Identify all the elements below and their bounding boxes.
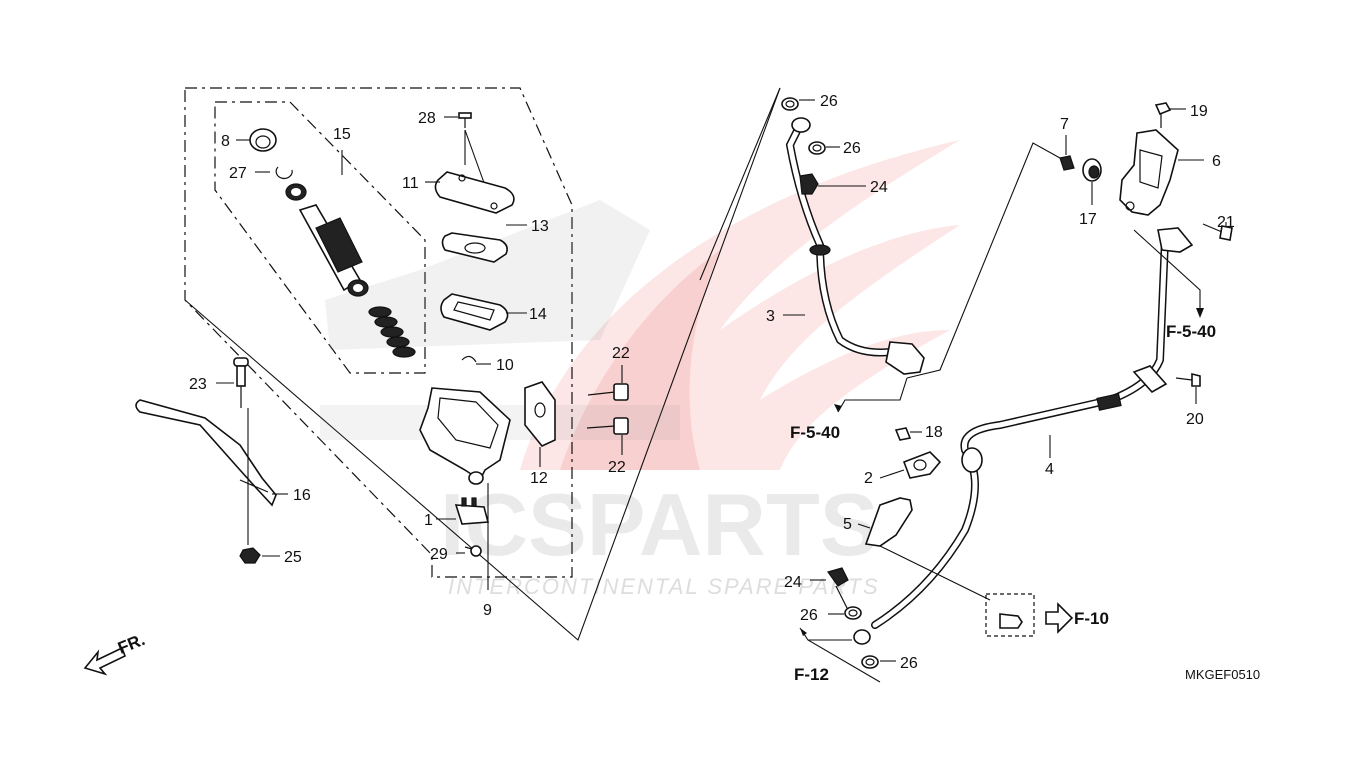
part-11-reservoir-cover	[425, 171, 515, 214]
part-22-bolts	[586, 365, 629, 455]
part-18-bolt	[894, 427, 922, 441]
piston-assembly	[285, 183, 369, 297]
part-labels: 1 2 3 4 5 6 7 8 9 10 11 12 13 14 15 16 1…	[189, 93, 1235, 672]
watermark-brand: ICSPARTS	[440, 475, 878, 574]
label-part-3: 3	[766, 308, 775, 325]
watermark-tagline: INTERCONTINENTAL SPARE PARTS	[448, 574, 880, 599]
diagram-code: MKGEF0510	[1185, 667, 1260, 682]
part-4-brake-hose-lower	[853, 227, 1194, 645]
part-19-bolt	[1154, 102, 1186, 128]
label-part-12: 12	[530, 470, 548, 487]
part-23-pivot-bolt	[216, 357, 249, 545]
part-8-boot-cap	[236, 128, 277, 152]
part-26-washers-upper	[781, 97, 840, 155]
part-29-screw	[456, 545, 482, 557]
label-part-11: 11	[402, 175, 419, 192]
label-part-21: 21	[1217, 214, 1235, 231]
label-part-9: 9	[483, 602, 492, 619]
part-12-holder	[524, 381, 556, 467]
part-17-grommet	[1082, 158, 1102, 205]
label-part-16: 16	[293, 487, 311, 504]
part-21-bolt	[1202, 222, 1233, 241]
label-part-5: 5	[843, 516, 852, 533]
label-part-26-top: 26	[820, 93, 838, 110]
label-part-25: 25	[284, 549, 302, 566]
label-part-4: 4	[1045, 461, 1054, 478]
label-part-29: 29	[430, 546, 448, 563]
upper-reference-frame	[699, 87, 1061, 413]
right-reference-arrow	[1133, 229, 1204, 318]
label-part-2: 2	[864, 470, 873, 487]
spring	[368, 306, 416, 358]
label-part-20: 20	[1186, 411, 1204, 428]
part-25-nut	[239, 547, 280, 564]
part-14-diaphragm	[440, 293, 527, 331]
label-part-23: 23	[189, 376, 207, 393]
label-part-14: 14	[529, 306, 547, 323]
label-part-24-upper: 24	[870, 179, 888, 196]
lower-reference-frame	[799, 627, 881, 683]
part-7-collar	[1059, 135, 1075, 171]
label-part-6: 6	[1212, 153, 1221, 170]
part-1-stop-switch	[436, 497, 490, 525]
label-part-27: 27	[229, 165, 247, 182]
part-13-plate	[441, 224, 527, 263]
label-part-22-lower: 22	[608, 459, 626, 476]
part-24-banjo-bolt-upper	[799, 173, 866, 195]
watermark: ICSPARTS INTERCONTINENTAL SPARE PARTS	[440, 140, 960, 599]
ref-f10: F-10	[1074, 609, 1109, 628]
label-part-18: 18	[925, 424, 943, 441]
label-part-1: 1	[424, 512, 433, 529]
front-direction-label: FR.	[115, 630, 148, 658]
part-2-clamp	[879, 451, 942, 479]
label-part-26-lower: 26	[800, 607, 818, 624]
label-part-15: 15	[333, 126, 351, 143]
front-direction-arrow: FR.	[83, 630, 148, 676]
part-3-brake-hose-upper	[783, 117, 925, 375]
f10-reference-group	[985, 593, 1074, 637]
part-6-hose-joint-bracket	[1119, 129, 1204, 216]
label-part-26-upper: 26	[843, 140, 861, 157]
part-27-circlip	[255, 166, 293, 180]
ref-f540-left: F-5-40	[790, 423, 840, 442]
master-cylinder-body	[419, 387, 511, 590]
label-part-19: 19	[1190, 103, 1208, 120]
part-20-bolt	[1175, 372, 1201, 404]
label-part-17: 17	[1079, 211, 1097, 228]
label-part-13: 13	[531, 218, 549, 235]
part-10-clip	[461, 355, 491, 365]
brake-lever	[135, 399, 288, 507]
label-part-10: 10	[496, 357, 514, 374]
ref-f12: F-12	[794, 665, 829, 684]
wing-logo	[520, 140, 960, 470]
label-part-8: 8	[221, 133, 230, 150]
label-part-26-bottom: 26	[900, 655, 918, 672]
label-part-24-lower: 24	[784, 574, 802, 591]
label-part-7: 7	[1060, 116, 1069, 133]
label-part-22-upper: 22	[612, 345, 630, 362]
part-24-banjo-bolt-lower	[810, 567, 849, 611]
part-26-washers-lower	[828, 606, 896, 669]
part-5-hose-guide	[857, 497, 991, 601]
reference-labels: F-5-40 F-5-40 F-10 F-12	[790, 322, 1216, 684]
ref-f540-right: F-5-40	[1166, 322, 1216, 341]
label-part-28: 28	[418, 110, 436, 127]
